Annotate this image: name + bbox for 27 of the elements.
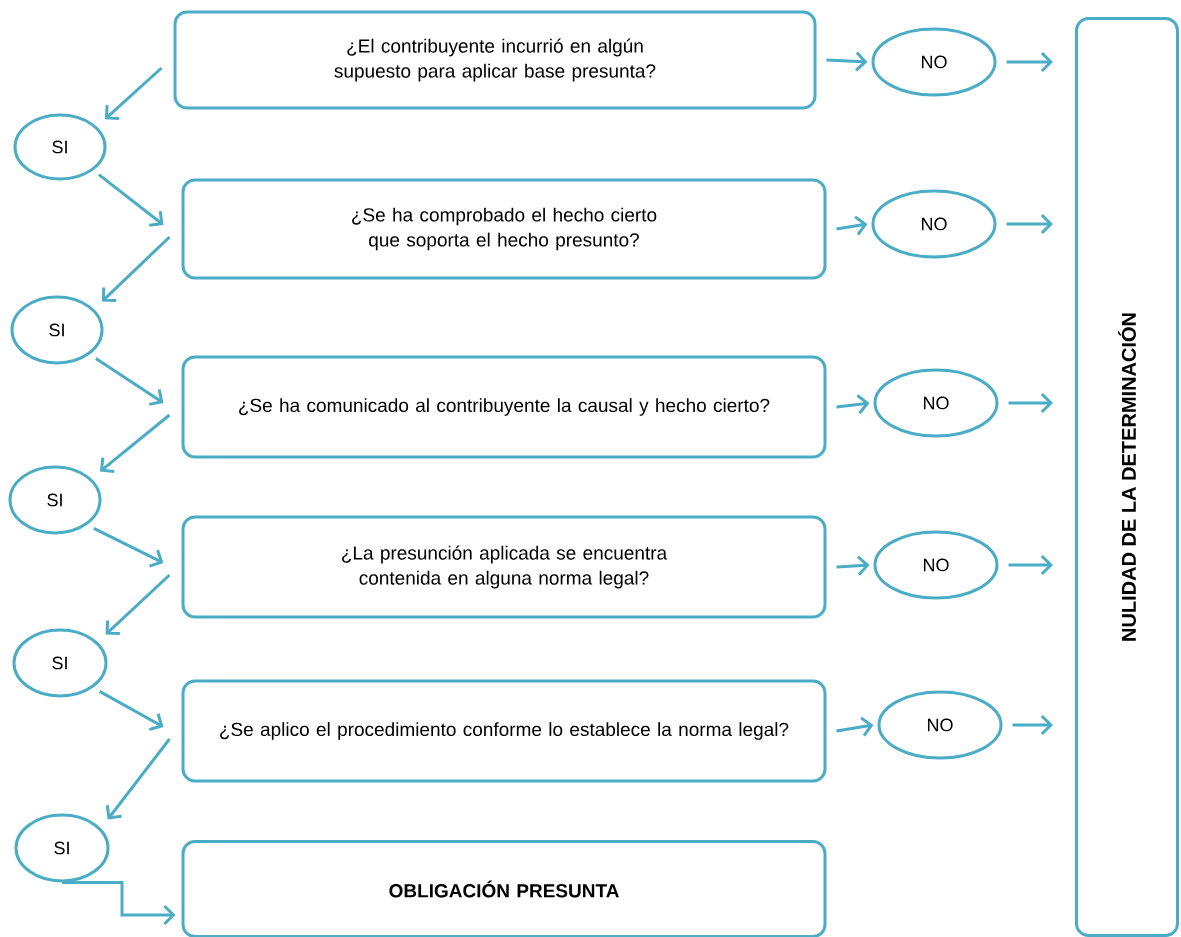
arrow (105, 738, 171, 820)
arrow (1008, 392, 1053, 414)
arrow (62, 881, 176, 926)
arrow (95, 357, 164, 406)
arrow (1006, 213, 1053, 235)
arrow (104, 66, 163, 120)
arrow (1012, 714, 1053, 736)
arrow (99, 413, 171, 474)
arrow (836, 716, 874, 737)
result-box: NULIDAD DE LA DETERMINACIÓN (1075, 17, 1179, 937)
arrow (97, 173, 164, 227)
arrow (826, 51, 868, 72)
arrow (105, 573, 171, 636)
arrow (1006, 51, 1053, 73)
question-box: ¿Se aplico el procedimiento conforme lo establece la norma legal? (181, 679, 827, 783)
question-box: ¿Se ha comunicado al contribuyente la causal y hecho cierto? (181, 355, 827, 459)
arrow (836, 215, 868, 236)
arrow (101, 235, 171, 302)
result-box: OBLIGACIÓN PRESUNTA (181, 840, 827, 937)
arrow (98, 690, 164, 731)
arrow (93, 527, 164, 568)
question-box: ¿La presunción aplicada se encuentra contenida en alguna norma legal? (181, 515, 827, 619)
arrow (836, 555, 870, 576)
arrow (836, 394, 870, 415)
question-box: ¿El contribuyente incurrió en algún supuesto para aplicar base presunta? (173, 10, 817, 110)
arrow (1008, 554, 1053, 576)
question-box: ¿Se ha comprobado el hecho cierto que soporta el hecho presunto? (181, 178, 827, 280)
